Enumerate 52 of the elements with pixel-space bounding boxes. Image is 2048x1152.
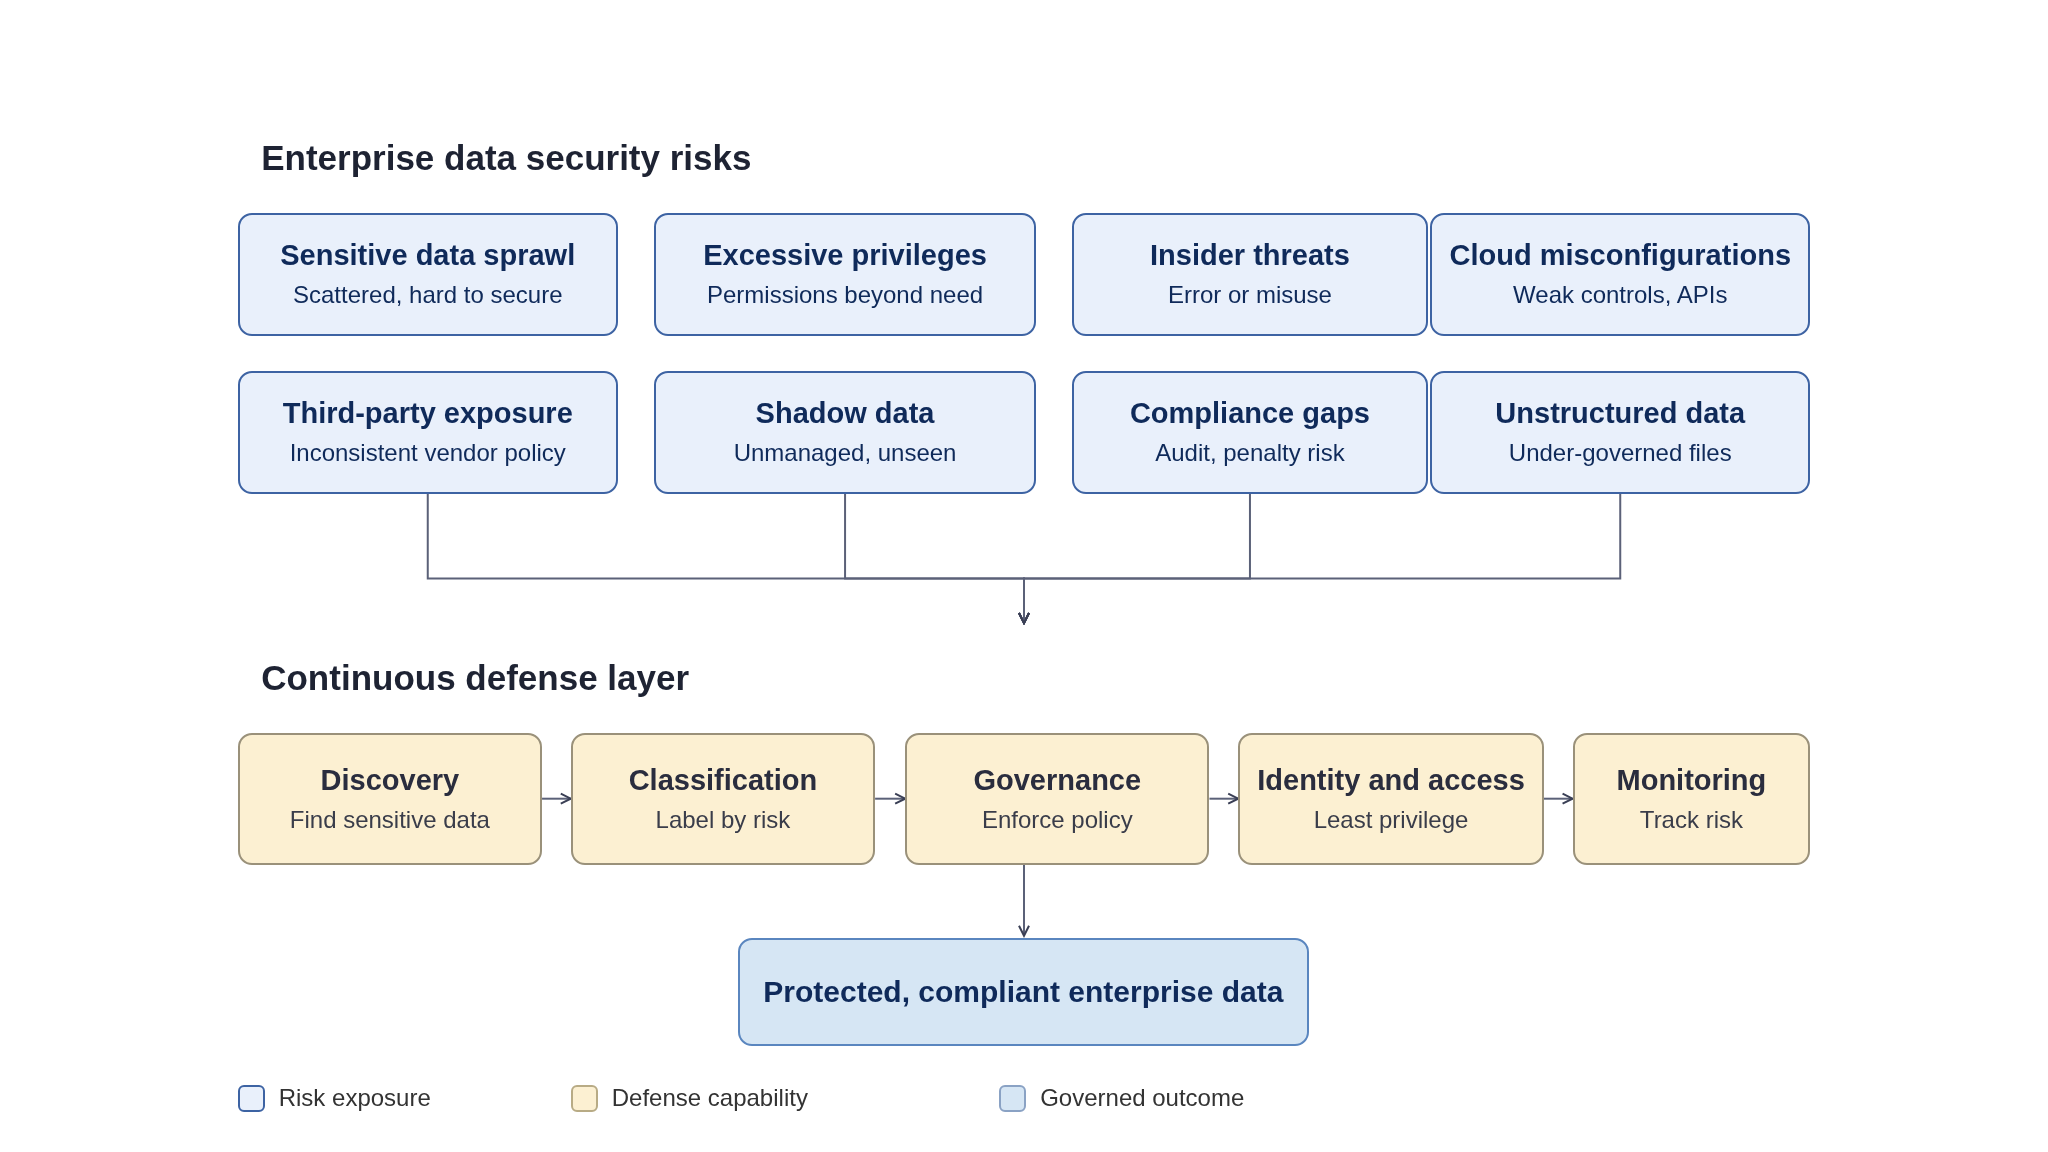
- box-heading: Insider threats: [1150, 238, 1350, 274]
- box-description: Scattered, hard to secure: [293, 280, 563, 311]
- capability-box: [237, 732, 542, 865]
- box-description: Audit, penalty risk: [1155, 438, 1345, 469]
- connector-arrow: [1542, 792, 1574, 805]
- risk-box: [1072, 370, 1428, 494]
- box-description: Unmanaged, unseen: [733, 438, 957, 469]
- box-description: Error or misuse: [1167, 280, 1332, 311]
- legend-label: Risk exposure: [278, 1084, 431, 1113]
- box-heading: Third-party exposure: [282, 396, 573, 432]
- connector-arrow: [541, 792, 572, 805]
- capability-box: [1572, 732, 1811, 865]
- box-description: Weak controls, APIs: [1513, 280, 1728, 311]
- capability-box: [570, 732, 876, 865]
- risk-box: [237, 370, 618, 494]
- box-description: Track risk: [1639, 804, 1743, 835]
- box-heading: Unstructured data: [1495, 396, 1746, 432]
- capability-box: [905, 732, 1210, 865]
- box-heading: Identity and access: [1257, 762, 1525, 798]
- connector-arrow: [1018, 863, 1030, 937]
- box-heading: Discovery: [320, 762, 460, 798]
- outcome-box: [737, 937, 1309, 1047]
- box-description: Permissions beyond need: [706, 280, 984, 311]
- box-heading: Cloud misconfigurations: [1449, 238, 1791, 274]
- risk-box: [237, 212, 618, 336]
- connector-arrow: [874, 792, 907, 805]
- box-heading: Shadow data: [755, 396, 935, 432]
- box-heading: Classification: [628, 762, 818, 798]
- box-heading: Sensitive data sprawl: [280, 238, 576, 274]
- risk-box: [1072, 212, 1428, 336]
- box-heading: Protected, compliant enterprise data: [763, 974, 1284, 1010]
- box-description: Under-governed files: [1508, 438, 1732, 469]
- connector-arrow: [1018, 492, 1622, 624]
- box-description: Least privilege: [1313, 804, 1469, 835]
- risk-box: [1430, 212, 1811, 336]
- box-description: Enforce policy: [981, 804, 1133, 835]
- box-heading: Governance: [973, 762, 1142, 798]
- capability-box: [1238, 732, 1544, 865]
- risk-box: [1430, 370, 1811, 494]
- box-description: Inconsistent vendor policy: [289, 438, 566, 469]
- connector-arrow: [1208, 792, 1240, 805]
- box-heading: Monitoring: [1616, 762, 1767, 798]
- box-description: Label by risk: [655, 804, 791, 835]
- box-heading: Compliance gaps: [1129, 396, 1370, 432]
- risk-box: [654, 212, 1036, 336]
- section-heading: Enterprise data security risks: [261, 138, 752, 179]
- risk-box: [654, 370, 1036, 494]
- legend-label: Governed outcome: [1040, 1084, 1245, 1113]
- legend-label: Defense capability: [611, 1084, 808, 1113]
- box-heading: Excessive privileges: [703, 238, 987, 274]
- box-description: Find sensitive data: [289, 804, 490, 835]
- section-heading: Continuous defense layer: [261, 658, 690, 699]
